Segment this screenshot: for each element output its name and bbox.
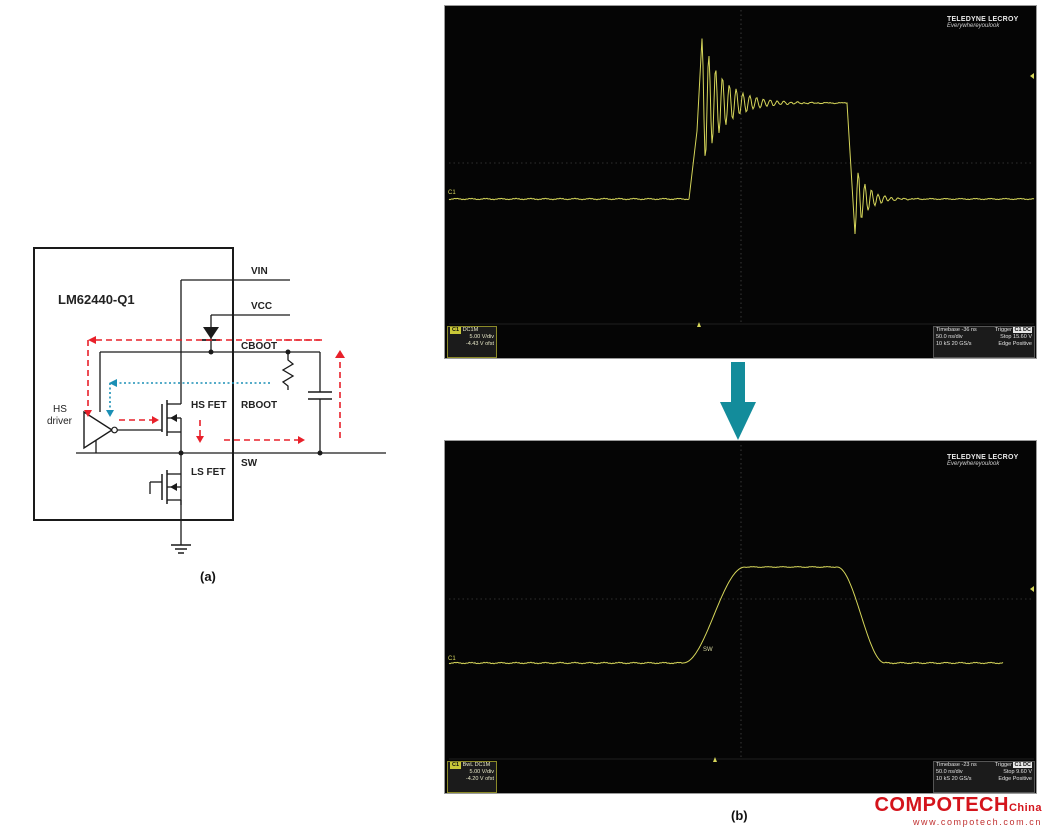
red-arrowhead-down-driver <box>84 410 92 417</box>
scope-bottom-tdiv: 50.0 ns/div <box>936 769 963 776</box>
sw-label: SW <box>241 458 258 469</box>
watermark-line1: COMPOTECH <box>874 794 1009 816</box>
sw-node-dot <box>178 450 184 456</box>
hs-driver-label-line2: driver <box>47 416 73 427</box>
blue-current-path <box>109 382 270 412</box>
red-current-path <box>87 339 341 441</box>
scope-top-level: 15.60 V <box>1013 334 1032 341</box>
hs-fet-arrow-icon <box>170 414 177 422</box>
caption-b: (b) <box>731 808 748 823</box>
scope-bottom-brand-line1: TELEDYNE LECROY <box>947 454 1019 461</box>
scope-bottom-mode: Stop <box>1003 769 1015 776</box>
lm62440-schematic: LM62440-Q1 VIN VCC CBOOT RBOOT HS FET SW… <box>33 247 386 554</box>
scope-bottom-tag-offset: -4.20 V ofst <box>465 775 494 782</box>
scope-top-tag-offset: -4.43 V ofst <box>465 340 494 347</box>
scope-top-trigger-value: C1 DC <box>1013 327 1032 333</box>
scope-top-brand: TELEDYNE LECROY Everywhereyoulook <box>947 16 1018 30</box>
transition-arrow-icon <box>720 362 756 440</box>
scope-top-tag-mode: DC1M <box>462 327 479 333</box>
vin-label: VIN <box>251 266 268 277</box>
scope-top-tag-title: C1 <box>450 327 462 334</box>
rboot-label: RBOOT <box>241 400 277 411</box>
hs-driver-icon <box>83 410 114 450</box>
red-arrowheads <box>84 336 345 444</box>
scope-top-grid <box>448 10 1035 327</box>
vcc-label: VCC <box>251 301 272 312</box>
caption-a: (a) <box>200 569 216 584</box>
rboot-resistor-icon <box>281 352 295 390</box>
sw-cap-node-dot <box>317 450 323 456</box>
chip-outline <box>33 247 234 521</box>
cboot-node-dot <box>208 349 214 355</box>
scope-bottom-trace <box>448 565 1004 665</box>
scope-top-samples: 10 kS <box>936 341 951 348</box>
scope-bottom-timebase-label: Timebase <box>936 762 960 768</box>
scope-bottom-brand: TELEDYNE LECROY Everywhereyoulook <box>947 454 1018 468</box>
scope-bottom-info: Timebase -23 ns Trigger C1 DC 50.0 ns/div… <box>933 761 1035 793</box>
red-arrowhead-left <box>88 336 96 344</box>
cboot-label: CBOOT <box>241 341 277 352</box>
scope-top-timebase-value: -36 ns <box>961 327 977 333</box>
scope-top-trace <box>448 38 1035 235</box>
scope-bottom-trigger-value: C1 DC <box>1013 762 1032 768</box>
scope-bottom-brand-line2: Everywhereyoulook <box>947 461 1000 468</box>
scope-top-channel-label: C1 <box>448 190 456 196</box>
watermark-line2: www.compotech.com.cn <box>912 817 1042 827</box>
red-arrowhead-right-gate <box>152 416 159 424</box>
ls-fet-arrow-icon <box>170 483 177 491</box>
red-arrowhead-up <box>335 350 345 358</box>
scope-top-mode: Stop <box>1000 334 1012 341</box>
scope-top: TELEDYNE LECROY Everywhereyoulook C1 C1 … <box>444 5 1037 359</box>
scope-bottom-tag-title: C1 <box>450 762 462 769</box>
scope-top-info: Timebase -36 ns Trigger C1 DC 50.0 ns/div… <box>933 326 1035 358</box>
scope-bottom-type: Edge <box>998 776 1012 783</box>
scope-bottom-rate: 20 GS/s <box>951 776 972 783</box>
scope-bottom-tag-mode: BwL DC1M <box>462 762 491 768</box>
scope-bottom-slope: Positive <box>1012 776 1032 783</box>
chip-name: LM62440-Q1 <box>58 292 135 307</box>
scope-top-type: Edge <box>998 341 1012 348</box>
ls-fet-label: LS FET <box>191 467 225 478</box>
blue-arrowhead-left <box>109 379 117 387</box>
scope-bottom-timebase-value: -23 ns <box>961 762 977 768</box>
scope-bottom-trace-label: SW <box>703 647 713 653</box>
scope-bottom-channel-tag: C1 BwL DC1M 5.00 V/div -4.20 V ofst <box>447 761 497 793</box>
scope-top-slope: Positive <box>1012 341 1032 348</box>
scope-bottom-samples: 10 kS <box>936 776 951 783</box>
hs-fet-label: HS FET <box>191 400 227 411</box>
scope-bottom-tag-vdiv: 5.00 V/div <box>469 768 494 775</box>
scope-top-brand-line1: TELEDYNE LECROY <box>947 16 1019 23</box>
red-arrowhead-right-sw <box>298 436 305 444</box>
scope-top-brand-line2: Everywhereyoulook <box>947 23 1000 30</box>
scope-top-channel-tag: C1 DC1M 5.00 V/div -4.43 V ofst <box>447 326 497 358</box>
scope-bottom-trigger-label: Trigger <box>994 762 1012 768</box>
scope-top-timebase-label: Timebase <box>936 327 960 333</box>
red-arrowhead-down-source <box>196 436 204 443</box>
hs-driver-label-line1: HS <box>53 404 67 415</box>
scope-bottom-level: 9.60 V <box>1016 769 1032 776</box>
scope-top-trigger-label: Trigger <box>994 327 1012 333</box>
hs-driver-inverter-bubble <box>111 426 118 434</box>
scope-top-rate: 20 GS/s <box>951 341 972 348</box>
scope-top-tdiv: 50.0 ns/div <box>936 334 963 341</box>
scope-bottom-channel-label: C1 <box>448 656 456 662</box>
scope-top-tag-vdiv: 5.00 V/div <box>469 333 494 340</box>
blue-arrowhead-down <box>106 410 114 417</box>
boot-diode-icon <box>203 327 219 339</box>
compotech-watermark: COMPOTECHChina www.compotech.com.cn <box>874 794 1042 827</box>
scope-bottom: TELEDYNE LECROY Everywhereyoulook C1 SW … <box>444 440 1037 794</box>
scope-bottom-grid <box>448 445 1034 762</box>
watermark-line1-suffix: China <box>1008 802 1042 814</box>
